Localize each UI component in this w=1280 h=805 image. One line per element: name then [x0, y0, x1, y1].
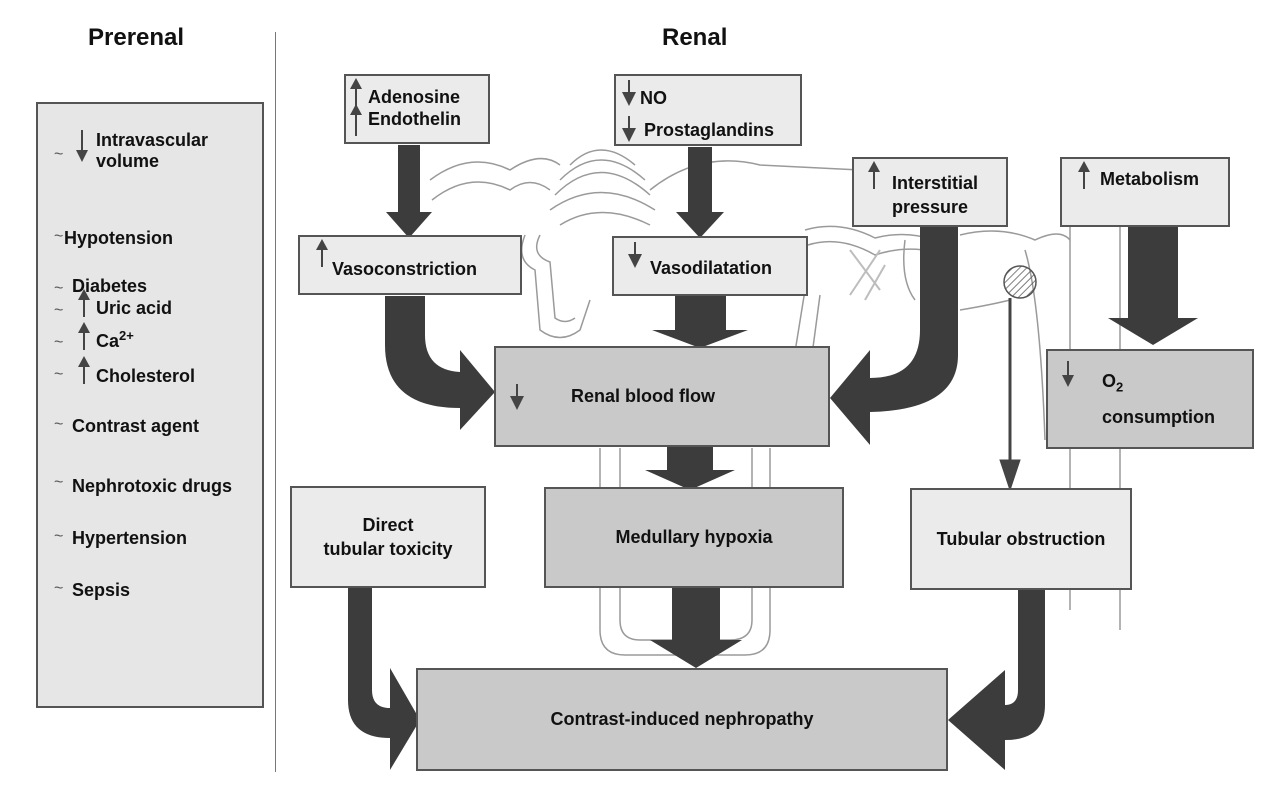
renal-blood-flow-box: Renal blood flow: [494, 346, 830, 447]
tilde-mark: ~: [54, 280, 64, 297]
vasoconstriction-to-rbf-arrow: [385, 296, 495, 430]
up-arrow-icon: [868, 161, 880, 189]
up-arrow-icon: [78, 356, 90, 384]
prerenal-panel: ~ Intravascular volume ~ Hypotension ~ D…: [36, 102, 264, 708]
cholesterol-label: Cholesterol: [96, 366, 196, 386]
vasodilatation-to-rbf-arrow: [652, 296, 748, 348]
hypotension-label: Hypotension: [64, 228, 174, 248]
tilde-mark: ~: [54, 146, 64, 163]
intravascular-volume-label: Intravascular volume: [96, 130, 209, 171]
endothelin-label: Endothelin: [368, 109, 461, 129]
cin-label: Contrast-induced nephropathy: [550, 709, 814, 729]
up-arrow-icon: [316, 239, 328, 267]
contrast-induced-nephropathy-box: Contrast-induced nephropathy: [416, 668, 948, 771]
adenosine-to-vasoconstriction-arrow: [386, 145, 432, 238]
renal-blood-flow-label: Renal blood flow: [571, 386, 715, 406]
interstitial-to-rbf-arrow: [830, 226, 958, 445]
renal-header: Renal: [662, 24, 728, 51]
vasodilatation-box: Vasodilatation: [612, 236, 808, 296]
diabetes-label: Diabetes: [72, 276, 148, 296]
no-label: NO: [640, 88, 667, 108]
tilde-mark: ~: [54, 474, 64, 491]
tilde-mark: ~: [54, 334, 64, 351]
tilde-mark: ~: [54, 580, 64, 597]
obstruction-to-cin-arrow: [948, 590, 1045, 770]
o2-consumption-box: O2 consumption: [1046, 349, 1254, 449]
up-arrow-icon: [350, 78, 362, 136]
metabolism-label: Metabolism: [1100, 169, 1200, 189]
adenosine-endothelin-box: Adenosine Endothelin: [344, 74, 490, 144]
obstruction-cast: [1003, 265, 1037, 299]
interstitial-pressure-box: Interstitial pressure: [852, 157, 1008, 227]
tilde-mark: ~: [54, 416, 64, 433]
o2-label: O2: [1102, 371, 1124, 395]
prostaglandins-label: Prostaglandins: [644, 120, 775, 140]
tubular-obstruction-box: Tubular obstruction: [910, 488, 1132, 590]
vasodilatation-label: Vasodilatation: [650, 258, 773, 278]
down-arrow-icon: [622, 80, 636, 142]
tilde-mark: ~: [54, 528, 64, 545]
vasoconstriction-box: Vasoconstriction: [298, 235, 522, 295]
column-divider: [275, 32, 276, 772]
tilde-mark: ~: [54, 228, 64, 245]
nephrotoxic-drugs-label: Nephrotoxic drugs: [72, 476, 233, 496]
down-arrow-icon: [76, 130, 88, 162]
no-prostaglandins-box: NO Prostaglandins: [614, 74, 802, 146]
contrast-agent-label: Contrast agent: [72, 416, 200, 436]
vasoconstriction-label: Vasoconstriction: [332, 259, 478, 279]
medullary-hypoxia-label: Medullary hypoxia: [615, 527, 773, 547]
interstitial-label: Interstitial: [892, 173, 979, 193]
direct-tubular-toxicity-box: Direct tubular toxicity: [290, 486, 486, 588]
sepsis-label: Sepsis: [72, 580, 131, 600]
up-arrow-icon: [1078, 161, 1090, 189]
hypoxia-to-cin-arrow: [650, 588, 742, 668]
prerenal-header: Prerenal: [88, 24, 185, 51]
calcium-label: Ca2+: [96, 328, 134, 351]
down-arrow-icon: [1062, 361, 1074, 387]
down-arrow-icon: [628, 242, 642, 268]
cast-to-obstruction-arrow: [999, 459, 1021, 492]
tilde-mark: ~: [54, 302, 64, 319]
direct-label: Direct: [362, 515, 414, 535]
tubular-obstruction-label: Tubular obstruction: [936, 528, 1106, 549]
up-arrow-icon: [78, 289, 90, 317]
uric-acid-label: Uric acid: [96, 298, 173, 318]
pressure-label: pressure: [892, 197, 969, 217]
no-to-vasodilatation-arrow: [676, 147, 724, 238]
tubular-toxicity-label: tubular toxicity: [323, 539, 453, 559]
metabolism-to-o2-arrow: [1108, 226, 1198, 345]
toxicity-to-cin-arrow: [348, 588, 420, 770]
rbf-to-hypoxia-arrow: [645, 447, 735, 490]
medullary-hypoxia-box: Medullary hypoxia: [544, 487, 844, 588]
up-arrow-icon: [78, 322, 90, 350]
consumption-label: consumption: [1102, 407, 1215, 427]
hypertension-label: Hypertension: [72, 528, 188, 548]
metabolism-box: Metabolism: [1060, 157, 1230, 227]
adenosine-label: Adenosine: [368, 87, 461, 107]
tilde-mark: ~: [54, 366, 64, 383]
down-arrow-icon: [510, 384, 524, 410]
